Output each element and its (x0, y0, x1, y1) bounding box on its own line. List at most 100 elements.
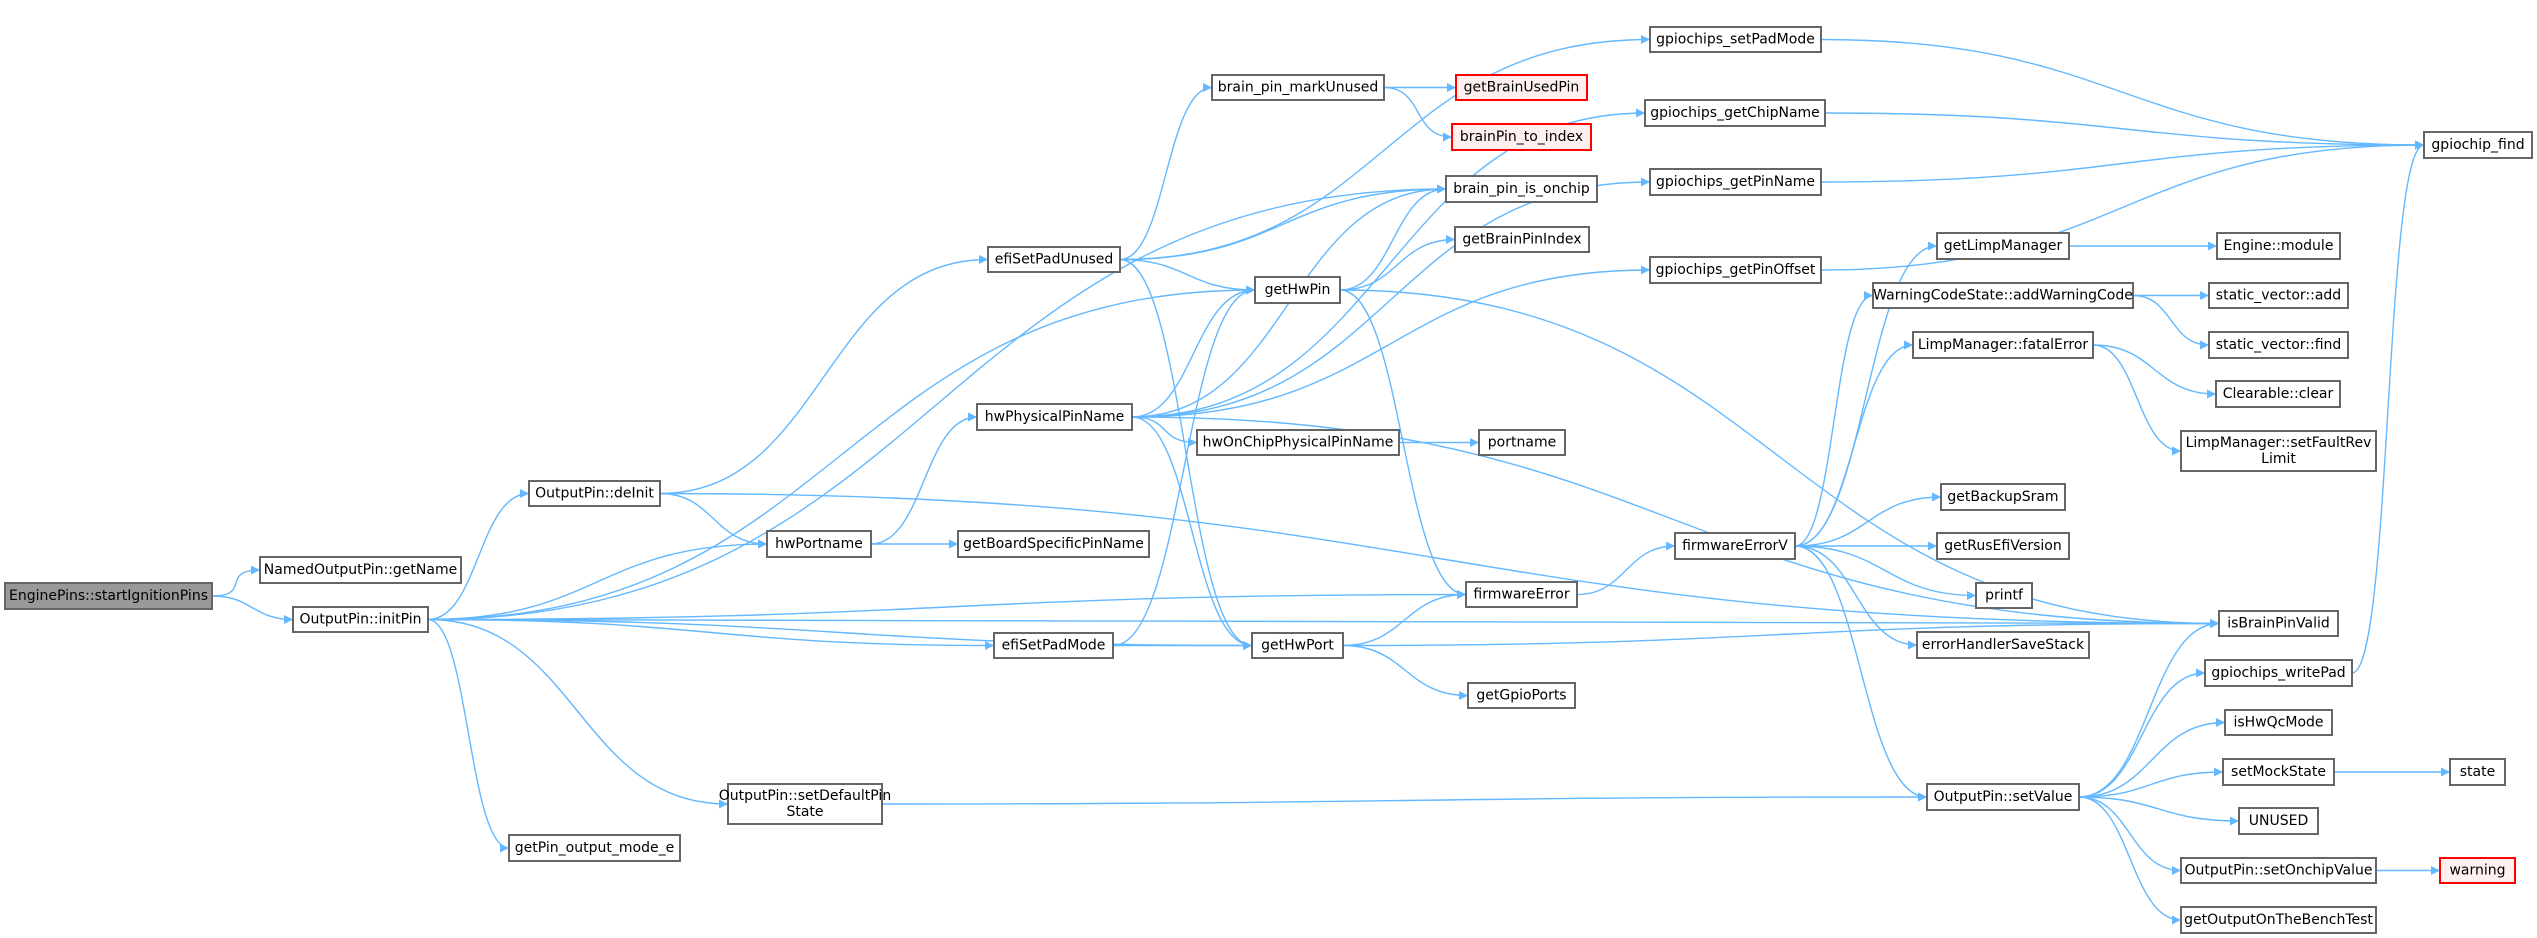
edge-gpiochips-write-pad-to-gpiochip-find (2351, 140, 2425, 674)
node-box (766, 530, 872, 558)
node-brain-pin-mark-unused[interactable]: brain_pin_markUnused (1211, 74, 1385, 101)
node-label: Clearable::clear (2223, 386, 2334, 402)
edge-firmware-error-v-to-fatal-error (1794, 340, 1914, 547)
node-gpiochips-get-pin-name[interactable]: gpiochips_getPinName (1649, 168, 1822, 196)
node-init-pin[interactable]: OutputPin::initPin (292, 606, 429, 633)
edge-init-pin-to-set-default-pin-state (427, 618, 729, 809)
node-is-hw-qc-mode[interactable]: isHwQcMode (2224, 709, 2333, 736)
node-efi-set-pad-mode[interactable]: efiSetPadMode (993, 632, 1114, 659)
edge-start-ignition-pins-to-get-name (211, 565, 261, 597)
node-gpiochips-set-pad-mode[interactable]: gpiochips_setPadMode (1649, 26, 1822, 53)
node-gpiochip-find[interactable]: gpiochip_find (2423, 131, 2533, 159)
node-box (1649, 168, 1822, 196)
node-get-output-on-the-bench-test[interactable]: getOutputOnTheBenchTest (2180, 906, 2377, 934)
node-add-warning-code[interactable]: WarningCodeState::addWarningCode (1872, 282, 2134, 309)
node-efi-set-pad-unused[interactable]: efiSetPadUnused (987, 246, 1121, 273)
node-get-brain-pin-index[interactable]: getBrainPinIndex (1454, 226, 1590, 253)
node-get-rus-efi-version[interactable]: getRusEfiVersion (1936, 532, 2070, 560)
node-box (1975, 582, 2033, 609)
node-label: gpiochips_getPinOffset (1656, 262, 1816, 278)
node-box (1936, 232, 2070, 260)
node-static-vector-find[interactable]: static_vector::find (2208, 331, 2349, 359)
node-label: Engine::module (2224, 238, 2334, 254)
node-get-gpio-ports[interactable]: getGpioPorts (1467, 682, 1576, 709)
node-box (1649, 26, 1822, 53)
node-brain-pin-is-onchip[interactable]: brain_pin_is_onchip (1445, 175, 1598, 203)
node-get-limp-manager[interactable]: getLimpManager (1936, 232, 2070, 260)
node-state[interactable]: state (2449, 758, 2506, 786)
node-box (2449, 758, 2506, 786)
node-gpiochips-get-chip-name[interactable]: gpiochips_getChipName (1644, 99, 1826, 127)
node-box (2180, 906, 2377, 934)
edge-fatal-error-to-clearable-clear (2092, 344, 2217, 399)
node-get-board-specific-pin-name[interactable]: getBoardSpecificPinName (957, 530, 1150, 558)
node-label: getBrainUsedPin (1464, 80, 1580, 96)
node-label: isBrainPinValid (2227, 616, 2330, 632)
node-label: OutputPin::initPin (299, 612, 421, 628)
node-box (1916, 631, 2090, 659)
edge-init-pin-to-firmware-error (427, 590, 1467, 621)
node-hw-portname[interactable]: hwPortname (766, 530, 872, 558)
node-label: State (786, 804, 823, 820)
node-get-name[interactable]: NamedOutputPin::getName (259, 556, 462, 584)
node-get-hw-pin[interactable]: getHwPin (1254, 276, 1341, 304)
node-warning[interactable]: warning (2439, 857, 2516, 884)
node-box (4, 582, 213, 610)
edge-firmware-error-v-to-printf (1794, 545, 1977, 600)
node-label: getLimpManager (1944, 238, 2063, 254)
node-gpiochips-get-pin-offset[interactable]: gpiochips_getPinOffset (1649, 256, 1822, 284)
edge-start-ignition-pins-to-init-pin (211, 595, 294, 624)
node-label: gpiochips_setPadMode (1656, 32, 1815, 48)
node-box (1451, 123, 1592, 151)
node-label: getOutputOnTheBenchTest (2184, 912, 2373, 928)
node-fatal-error[interactable]: LimpManager::fatalError (1912, 331, 2094, 359)
node-error-handler-save-stack[interactable]: errorHandlerSaveStack (1916, 631, 2090, 659)
node-set-onchip-value[interactable]: OutputPin::setOnchipValue (2180, 857, 2377, 884)
node-box (1454, 226, 1590, 253)
node-box (292, 606, 429, 633)
node-box (1478, 429, 1566, 456)
node-label: WarningCodeState::addWarningCode (1873, 288, 2133, 304)
node-start-ignition-pins[interactable]: EnginePins::startIgnitionPins (4, 582, 213, 610)
node-label: OutputPin::setValue (1934, 789, 2073, 805)
node-unused[interactable]: UNUSED (2238, 807, 2319, 835)
edge-hw-physical-pin-name-to-gpiochips-get-pin-offset (1131, 265, 1651, 418)
node-firmware-error-v[interactable]: firmwareErrorV (1674, 532, 1796, 560)
node-hw-physical-pin-name[interactable]: hwPhysicalPinName (976, 403, 1133, 431)
edge-de-init-to-efi-set-pad-unused (659, 255, 989, 495)
edge-set-default-pin-state-to-set-value (881, 792, 1928, 805)
node-is-brain-pin-valid[interactable]: isBrainPinValid (2218, 610, 2339, 637)
node-get-pin-output-mode[interactable]: getPin_output_mode_e (508, 834, 681, 862)
node-get-hw-port[interactable]: getHwPort (1251, 632, 1344, 659)
node-box (1912, 331, 2094, 359)
node-de-init[interactable]: OutputPin::deInit (528, 480, 661, 507)
node-box (2224, 709, 2333, 736)
node-box (1254, 276, 1341, 304)
nodes-layer: EnginePins::startIgnitionPins NamedOutput… (4, 26, 2533, 934)
node-hw-on-chip-physical-pin-name[interactable]: hwOnChipPhysicalPinName (1196, 429, 1400, 456)
node-set-mock-state[interactable]: setMockState (2222, 758, 2335, 786)
node-get-brain-used-pin[interactable]: getBrainUsedPin (1455, 74, 1588, 101)
node-engine-module[interactable]: Engine::module (2216, 232, 2341, 260)
edge-get-hw-port-to-is-brain-pin-valid (1342, 619, 2220, 647)
node-get-backup-sram[interactable]: getBackupSram (1940, 483, 2066, 511)
node-box (2222, 758, 2335, 786)
node-label: getGpioPorts (1476, 688, 1566, 704)
node-static-vector-add[interactable]: static_vector::add (2208, 282, 2349, 309)
node-clearable-clear[interactable]: Clearable::clear (2215, 380, 2341, 408)
node-label: UNUSED (2249, 813, 2308, 829)
node-box (727, 783, 883, 825)
edge-efi-set-pad-unused-to-get-hw-port (1119, 258, 1253, 650)
edge-init-pin-to-brain-pin-is-onchip (427, 184, 1447, 621)
node-gpiochips-write-pad[interactable]: gpiochips_writePad (2204, 659, 2353, 687)
node-portname[interactable]: portname (1478, 429, 1566, 456)
edge-hw-physical-pin-name-to-gpiochips-get-pin-name (1131, 177, 1651, 418)
node-printf[interactable]: printf (1975, 582, 2033, 609)
node-firmware-error[interactable]: firmwareError (1465, 581, 1578, 608)
node-brain-pin-to-index[interactable]: brainPin_to_index (1451, 123, 1592, 151)
edge-set-value-to-is-hw-qc-mode (2078, 718, 2226, 798)
node-label: gpiochips_getPinName (1656, 174, 1815, 190)
node-set-value[interactable]: OutputPin::setValue (1926, 783, 2080, 811)
